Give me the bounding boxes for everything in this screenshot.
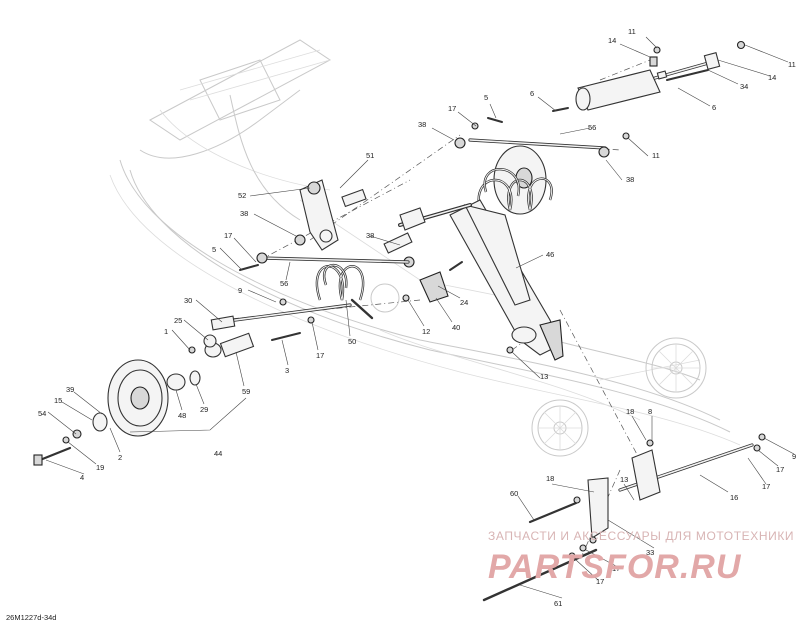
ghost-wheel-right xyxy=(645,337,707,399)
lower-link-rod xyxy=(239,252,410,271)
shock-absorber xyxy=(575,40,746,111)
swing-arm xyxy=(398,199,564,361)
upper-link-rod xyxy=(454,107,630,158)
diagram-reference-code: 26M1227d-34d xyxy=(6,613,56,622)
callout: 52 xyxy=(238,191,246,200)
lower-spring xyxy=(315,263,374,320)
callout: 9 xyxy=(238,286,242,295)
callout: 2 xyxy=(118,453,122,462)
rear-axle-assembly xyxy=(482,433,766,602)
callout: 39 xyxy=(66,385,74,394)
callout: 38 xyxy=(418,120,426,129)
callout: 6 xyxy=(712,103,716,112)
ghost-wheel-center xyxy=(531,399,589,457)
rocker-arm xyxy=(294,179,415,268)
callout: 11 xyxy=(628,27,636,36)
callout: 46 xyxy=(546,250,554,259)
callout: 17 xyxy=(596,577,604,586)
callout: 6 xyxy=(530,89,534,98)
watermark-tagline: ЗАПЧАСТИ И АКСЕССУАРЫ ДЛЯ МОТОТЕХНИКИ xyxy=(488,529,794,543)
callout: 1 xyxy=(164,327,168,336)
watermark-brand: PARTSFOR.RU xyxy=(488,548,742,586)
callout: 18 xyxy=(546,474,554,483)
callout: 17 xyxy=(316,351,324,360)
callout: 29 xyxy=(200,405,208,414)
callout: 4 xyxy=(80,473,84,482)
callout: 56 xyxy=(588,123,596,132)
watermark: ЗАПЧАСТИ И АКСЕССУАРЫ ДЛЯ МОТОТЕХНИКИ PA… xyxy=(488,529,794,586)
callout: 30 xyxy=(184,296,192,305)
callout: 18 xyxy=(626,407,634,416)
idler-wheel xyxy=(33,359,201,466)
slider-bracket xyxy=(402,261,514,354)
callout: 60 xyxy=(510,489,518,498)
callout: 8 xyxy=(648,407,652,416)
callout: 50 xyxy=(348,337,356,346)
callout: 5 xyxy=(212,245,216,254)
callout: 19 xyxy=(96,463,104,472)
ghost-rail-frame xyxy=(109,39,741,446)
callout: 17 xyxy=(776,465,784,474)
callout: 56 xyxy=(280,279,288,288)
callout: 14 xyxy=(768,73,776,82)
callout: 13 xyxy=(620,475,628,484)
callout: 12 xyxy=(422,327,430,336)
callout: 17 xyxy=(224,231,232,240)
callout: 38 xyxy=(366,231,374,240)
callout: 5 xyxy=(484,93,488,102)
callout: 33 xyxy=(646,548,654,557)
alignment-lines xyxy=(219,59,651,561)
callout: 40 xyxy=(452,323,460,332)
callout: 17 xyxy=(448,104,456,113)
callout: 38 xyxy=(626,175,634,184)
callout: 25 xyxy=(174,316,182,325)
callout: 48 xyxy=(178,411,186,420)
callout: 24 xyxy=(460,298,468,307)
callouts: 11 14 11 14 34 6 6 5 17 38 56 11 38 51 5… xyxy=(38,27,796,608)
callout: 3 xyxy=(285,366,289,375)
leader-lines xyxy=(45,36,795,599)
upper-spring-assembly xyxy=(477,145,553,215)
callout: 44 xyxy=(214,449,222,458)
callout: 16 xyxy=(730,493,738,502)
callout: 11 xyxy=(652,151,660,160)
callout: 17 xyxy=(612,564,620,573)
callout: 9 xyxy=(792,452,796,461)
callout: 15 xyxy=(54,396,62,405)
callout: 34 xyxy=(740,82,748,91)
callout: 38 xyxy=(240,209,248,218)
callout: 61 xyxy=(554,599,562,608)
front-arm-assembly xyxy=(188,298,352,358)
callout: 17 xyxy=(762,482,770,491)
callout: 51 xyxy=(366,151,374,160)
callout: 14 xyxy=(608,36,616,45)
callout: 11 xyxy=(788,60,796,69)
callout: 54 xyxy=(38,409,46,418)
callout: 13 xyxy=(540,372,548,381)
callout: 59 xyxy=(242,387,250,396)
